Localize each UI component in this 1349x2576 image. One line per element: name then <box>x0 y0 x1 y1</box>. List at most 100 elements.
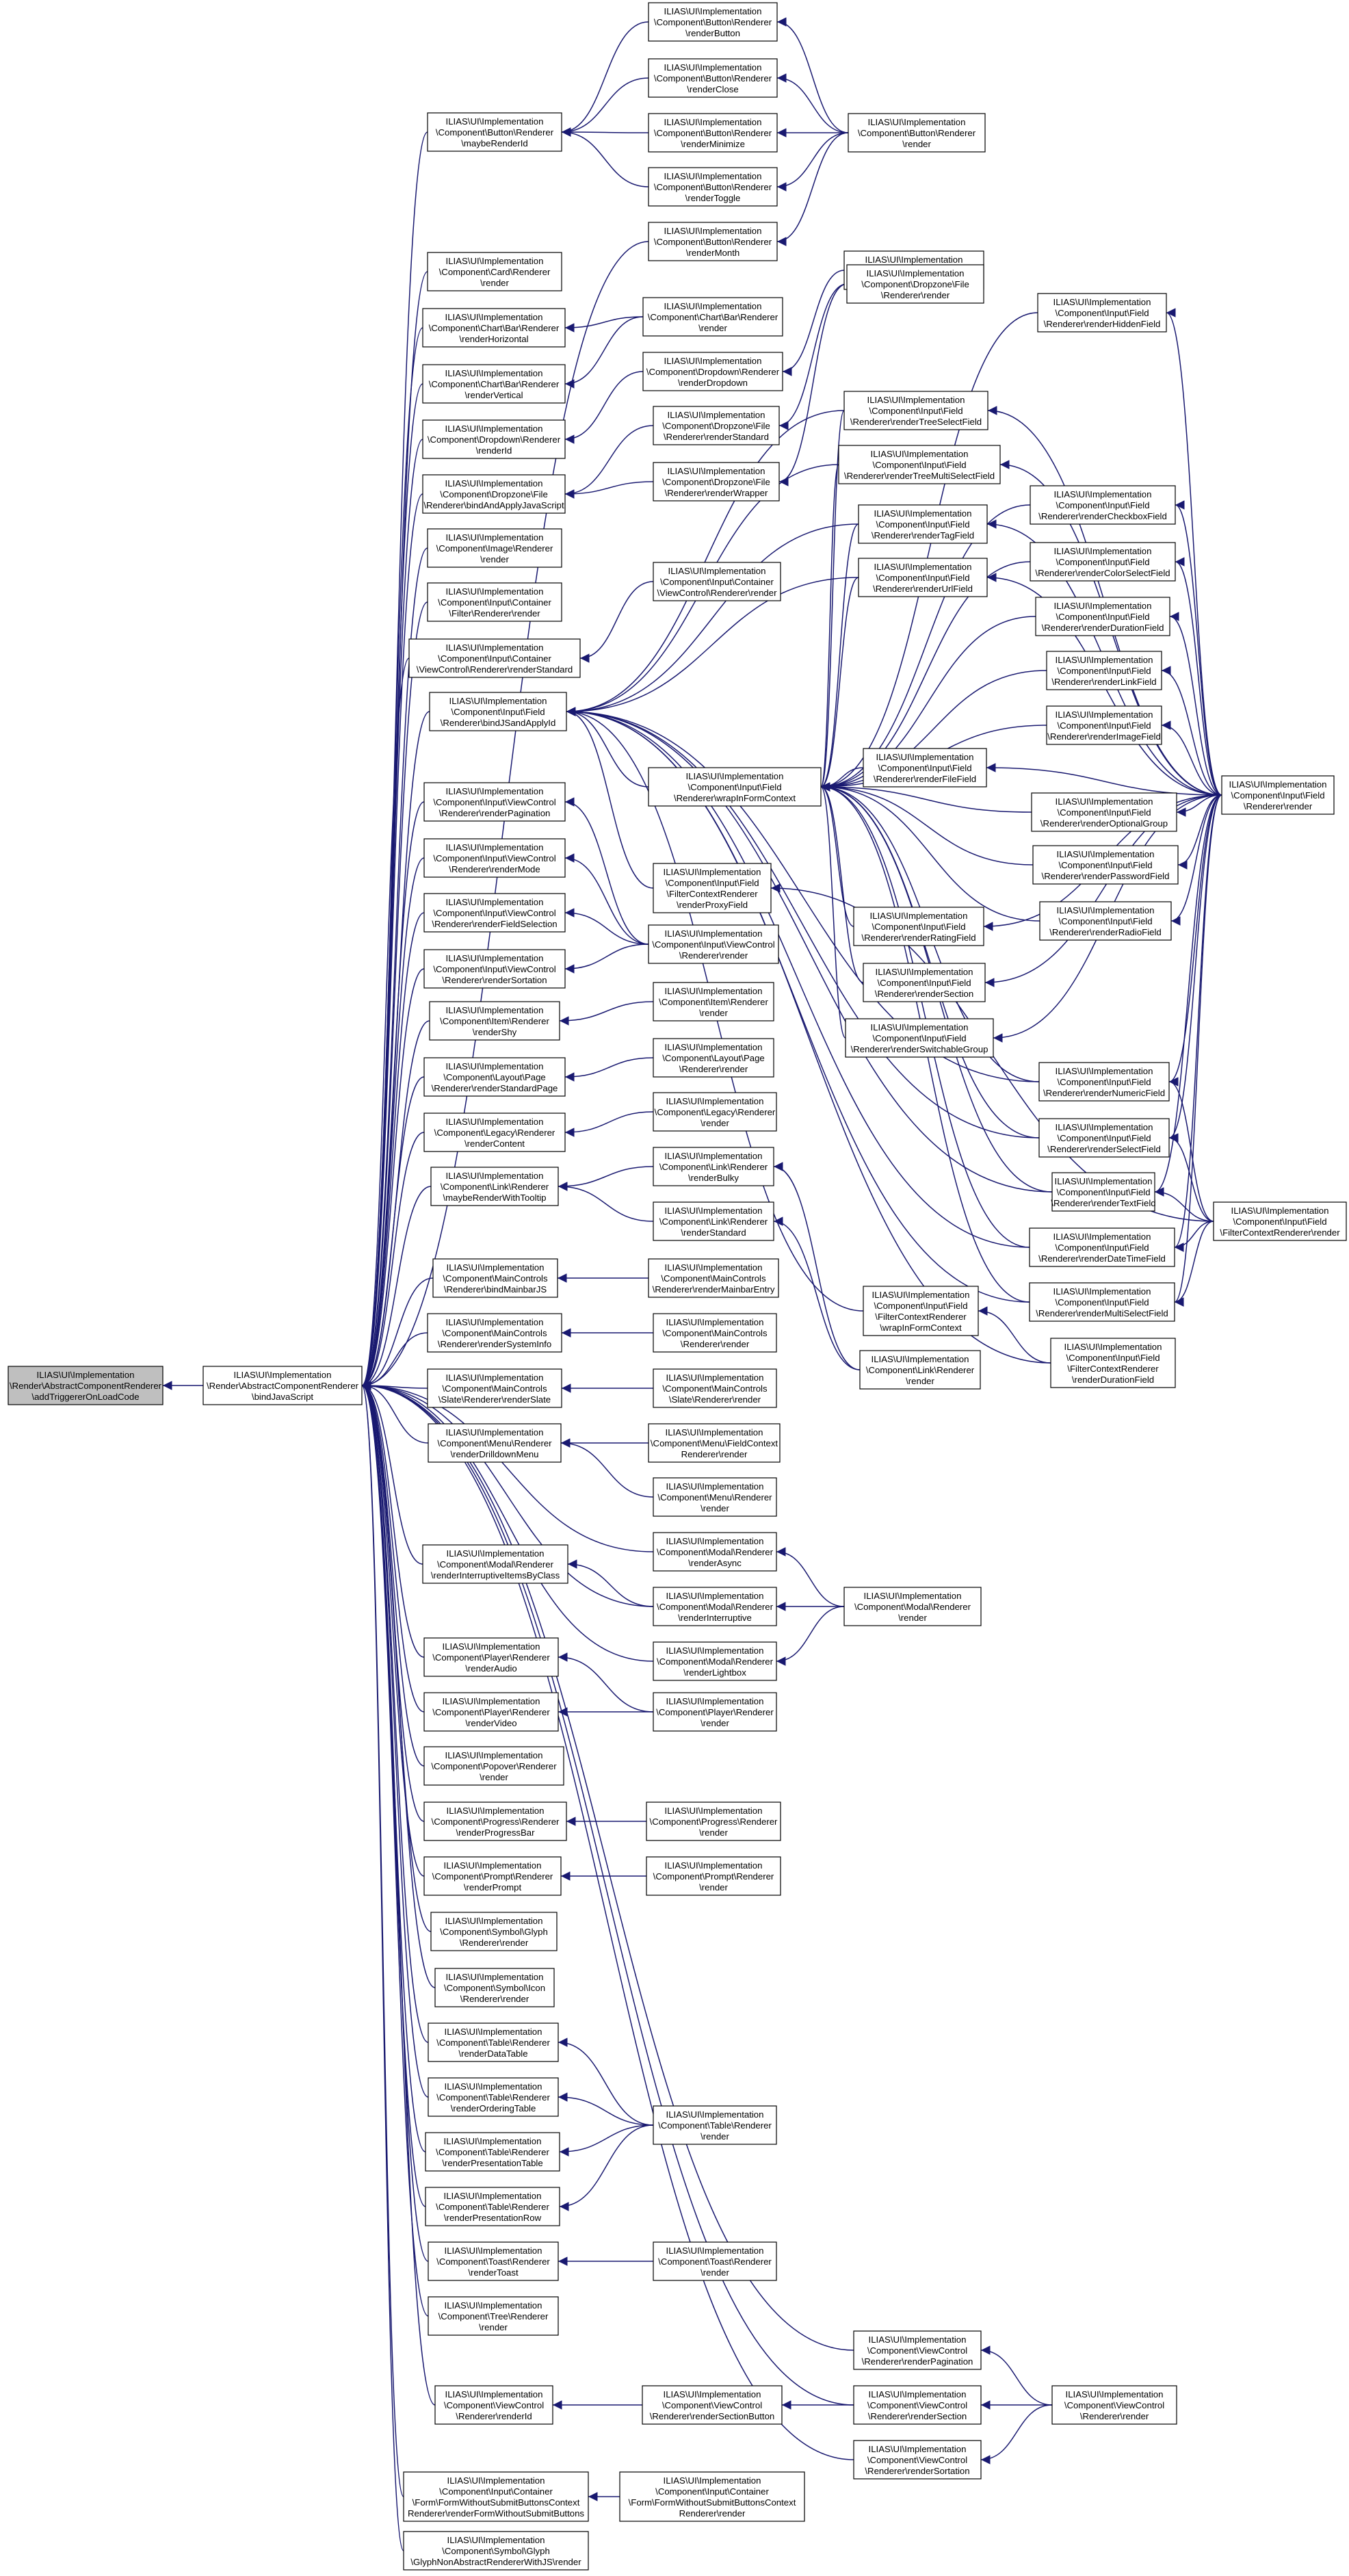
node-f_tag[interactable]: ILIAS\UI\Implementation\Component\Input\… <box>858 504 988 544</box>
node-ivc_mode[interactable]: ILIAS\UI\Implementation\Component\Input\… <box>423 838 566 878</box>
node-progress_render[interactable]: ILIAS\UI\Implementation\Component\Progre… <box>646 1801 781 1841</box>
node-page_std[interactable]: ILIAS\UI\Implementation\Component\Layout… <box>423 1057 566 1097</box>
node-modal_interruptive[interactable]: ILIAS\UI\Implementation\Component\Modal\… <box>653 1587 777 1626</box>
node-popover[interactable]: ILIAS\UI\Implementation\Component\Popove… <box>423 1746 564 1786</box>
node-dz_standard[interactable]: ILIAS\UI\Implementation\Component\Dropzo… <box>653 406 780 445</box>
node-dz_bind[interactable]: ILIAS\UI\Implementation\Component\Dropzo… <box>422 474 566 514</box>
node-glyph_render[interactable]: ILIAS\UI\Implementation\Component\Symbol… <box>430 1912 558 1951</box>
node-vctl_pagination[interactable]: ILIAS\UI\Implementation\Component\ViewCo… <box>853 2330 982 2370</box>
node-slate_render[interactable]: ILIAS\UI\Implementation\Component\MainCo… <box>653 1368 777 1408</box>
node-fcr_wrap[interactable]: ILIAS\UI\Implementation\Component\Input\… <box>863 1286 979 1336</box>
node-item_shy[interactable]: ILIAS\UI\Implementation\Component\Item\R… <box>429 1001 560 1041</box>
node-btn_minimize[interactable]: ILIAS\UI\Implementation\Component\Button… <box>648 113 778 153</box>
node-btn_toggle[interactable]: ILIAS\UI\Implementation\Component\Button… <box>648 167 778 207</box>
node-menu_render[interactable]: ILIAS\UI\Implementation\Component\Menu\R… <box>653 1477 777 1517</box>
node-modal_itemsbyclass[interactable]: ILIAS\UI\Implementation\Component\Modal\… <box>422 1544 568 1584</box>
node-link_standard[interactable]: ILIAS\UI\Implementation\Component\Link\R… <box>653 1201 774 1241</box>
node-legacy_content[interactable]: ILIAS\UI\Implementation\Component\Legacy… <box>423 1113 566 1152</box>
node-f_link[interactable]: ILIAS\UI\Implementation\Component\Input\… <box>1046 651 1162 690</box>
node-table_render[interactable]: ILIAS\UI\Implementation\Component\Table\… <box>653 2105 777 2145</box>
node-table_presrow[interactable]: ILIAS\UI\Implementation\Component\Table\… <box>425 2187 560 2226</box>
node-f_treemulti[interactable]: ILIAS\UI\Implementation\Component\Input\… <box>838 445 1001 484</box>
node-btn_button[interactable]: ILIAS\UI\Implementation\Component\Button… <box>648 2 778 42</box>
node-btn_maybe[interactable]: ILIAS\UI\Implementation\Component\Button… <box>427 112 562 152</box>
node-filter_render[interactable]: ILIAS\UI\Implementation\Component\Input\… <box>427 582 562 622</box>
node-fcr_duration[interactable]: ILIAS\UI\Implementation\Component\Input\… <box>1050 1338 1176 1388</box>
node-vctl_section[interactable]: ILIAS\UI\Implementation\Component\ViewCo… <box>853 2385 982 2425</box>
node-dd_renderid[interactable]: ILIAS\UI\Implementation\Component\Dropdo… <box>422 419 566 459</box>
node-field_render[interactable]: ILIAS\UI\Implementation\Component\Input\… <box>1221 775 1335 815</box>
node-dd_dropdown[interactable]: ILIAS\UI\Implementation\Component\Dropdo… <box>642 352 783 391</box>
node-root[interactable]: ILIAS\UI\Implementation\Render\AbstractC… <box>8 1366 163 1405</box>
node-toast_render[interactable]: ILIAS\UI\Implementation\Component\Toast\… <box>653 2241 777 2281</box>
node-vctl_sortation[interactable]: ILIAS\UI\Implementation\Component\ViewCo… <box>853 2440 982 2480</box>
node-f_hidden[interactable]: ILIAS\UI\Implementation\Component\Input\… <box>1037 293 1167 333</box>
node-bar_v[interactable]: ILIAS\UI\Implementation\Component\Chart\… <box>422 364 566 404</box>
node-card[interactable]: ILIAS\UI\Implementation\Component\Card\R… <box>427 252 562 291</box>
node-mc_bindmainbar[interactable]: ILIAS\UI\Implementation\Component\MainCo… <box>432 1258 558 1298</box>
node-table_data[interactable]: ILIAS\UI\Implementation\Component\Table\… <box>428 2022 559 2062</box>
node-field_proxy[interactable]: ILIAS\UI\Implementation\Component\Input\… <box>653 863 772 913</box>
node-progress_bar[interactable]: ILIAS\UI\Implementation\Component\Progre… <box>423 1801 567 1841</box>
node-toast_toast[interactable]: ILIAS\UI\Implementation\Component\Toast\… <box>428 2241 559 2281</box>
node-modal_async[interactable]: ILIAS\UI\Implementation\Component\Modal\… <box>653 1532 777 1572</box>
node-f_numeric[interactable]: ILIAS\UI\Implementation\Component\Input\… <box>1038 1062 1170 1102</box>
node-f_select[interactable]: ILIAS\UI\Implementation\Component\Input\… <box>1038 1118 1170 1158</box>
node-f_url[interactable]: ILIAS\UI\Implementation\Component\Input\… <box>858 558 988 597</box>
node-menu_drill[interactable]: ILIAS\UI\Implementation\Component\Menu\R… <box>428 1423 562 1463</box>
node-f_section[interactable]: ILIAS\UI\Implementation\Component\Input\… <box>863 963 986 1002</box>
node-f_file[interactable]: ILIAS\UI\Implementation\Component\Input\… <box>863 748 987 788</box>
node-f_colorsel[interactable]: ILIAS\UI\Implementation\Component\Input\… <box>1030 542 1176 582</box>
node-icon_render[interactable]: ILIAS\UI\Implementation\Component\Symbol… <box>434 1968 555 2007</box>
node-prompt_render[interactable]: ILIAS\UI\Implementation\Component\Prompt… <box>646 1856 781 1896</box>
node-link_render[interactable]: ILIAS\UI\Implementation\Component\Link\R… <box>859 1350 981 1390</box>
node-form_wo_submit_render[interactable]: ILIAS\UI\Implementation\Component\Input\… <box>619 2471 805 2522</box>
node-vc_render[interactable]: ILIAS\UI\Implementation\Component\Input\… <box>653 562 781 601</box>
node-link_bulky[interactable]: ILIAS\UI\Implementation\Component\Link\R… <box>653 1147 774 1186</box>
node-link_tooltip[interactable]: ILIAS\UI\Implementation\Component\Link\R… <box>430 1167 559 1206</box>
node-fcr_render[interactable]: ILIAS\UI\Implementation\Component\Input\… <box>1213 1201 1347 1241</box>
node-f_treesel[interactable]: ILIAS\UI\Implementation\Component\Input\… <box>843 391 988 430</box>
node-tree_render[interactable]: ILIAS\UI\Implementation\Component\Tree\R… <box>428 2296 559 2336</box>
node-mc_render[interactable]: ILIAS\UI\Implementation\Component\MainCo… <box>653 1313 777 1353</box>
node-dz_wrapper[interactable]: ILIAS\UI\Implementation\Component\Dropzo… <box>653 462 780 502</box>
node-bar_render[interactable]: ILIAS\UI\Implementation\Component\Chart\… <box>642 297 783 337</box>
node-field_wrap[interactable]: ILIAS\UI\Implementation\Component\Input\… <box>648 767 822 807</box>
node-player_render[interactable]: ILIAS\UI\Implementation\Component\Player… <box>653 1692 777 1732</box>
node-legacy_render[interactable]: ILIAS\UI\Implementation\Component\Legacy… <box>653 1092 777 1132</box>
node-f_text[interactable]: ILIAS\UI\Implementation\Component\Input\… <box>1051 1172 1156 1212</box>
node-table_presentation[interactable]: ILIAS\UI\Implementation\Component\Table\… <box>425 2132 560 2172</box>
node-f_radio[interactable]: ILIAS\UI\Implementation\Component\Input\… <box>1039 901 1172 941</box>
node-modal_render[interactable]: ILIAS\UI\Implementation\Component\Modal\… <box>843 1587 982 1626</box>
node-prompt_prompt[interactable]: ILIAS\UI\Implementation\Component\Prompt… <box>423 1856 562 1896</box>
node-table_ordering[interactable]: ILIAS\UI\Implementation\Component\Table\… <box>428 2077 559 2117</box>
node-field_bindjs[interactable]: ILIAS\UI\Implementation\Component\Input\… <box>429 692 567 731</box>
node-ivc_fieldsel[interactable]: ILIAS\UI\Implementation\Component\Input\… <box>423 893 566 933</box>
node-vctl_render[interactable]: ILIAS\UI\Implementation\Component\ViewCo… <box>1051 2385 1177 2425</box>
node-item_render[interactable]: ILIAS\UI\Implementation\Component\Item\R… <box>653 982 774 1022</box>
node-dz_render[interactable]: ILIAS\UI\Implementation\Component\Dropzo… <box>846 264 984 304</box>
node-f_checkbox[interactable]: ILIAS\UI\Implementation\Component\Input\… <box>1030 485 1176 525</box>
node-form_wo_submit[interactable]: ILIAS\UI\Implementation\Component\Input\… <box>403 2471 589 2522</box>
node-image[interactable]: ILIAS\UI\Implementation\Component\Image\… <box>427 528 562 568</box>
node-mc_systeminfo[interactable]: ILIAS\UI\Implementation\Component\MainCo… <box>427 1313 562 1353</box>
node-f_optgroup[interactable]: ILIAS\UI\Implementation\Component\Input\… <box>1031 792 1177 832</box>
node-player_audio[interactable]: ILIAS\UI\Implementation\Component\Player… <box>423 1637 559 1677</box>
node-ivc_render[interactable]: ILIAS\UI\Implementation\Component\Input\… <box>648 924 779 964</box>
node-f_duration[interactable]: ILIAS\UI\Implementation\Component\Input\… <box>1035 597 1170 636</box>
node-menu_fcr[interactable]: ILIAS\UI\Implementation\Component\Menu\F… <box>648 1423 781 1463</box>
node-glyph_nonabstract[interactable]: ILIAS\UI\Implementation\Component\Symbol… <box>403 2531 589 2571</box>
node-modal_lightbox[interactable]: ILIAS\UI\Implementation\Component\Modal\… <box>653 1641 777 1681</box>
node-btn_close[interactable]: ILIAS\UI\Implementation\Component\Button… <box>648 58 778 98</box>
node-vctl_renderid[interactable]: ILIAS\UI\Implementation\Component\ViewCo… <box>434 2385 553 2425</box>
node-bar_h[interactable]: ILIAS\UI\Implementation\Component\Chart\… <box>422 308 566 348</box>
node-btn_month[interactable]: ILIAS\UI\Implementation\Component\Button… <box>648 222 778 261</box>
node-btn_render[interactable]: ILIAS\UI\Implementation\Component\Button… <box>848 113 986 153</box>
node-f_switchable[interactable]: ILIAS\UI\Implementation\Component\Input\… <box>845 1018 994 1058</box>
node-ivc_sortation[interactable]: ILIAS\UI\Implementation\Component\Input\… <box>423 949 566 989</box>
node-player_video[interactable]: ILIAS\UI\Implementation\Component\Player… <box>423 1692 559 1732</box>
node-f_image[interactable]: ILIAS\UI\Implementation\Component\Input\… <box>1046 705 1162 745</box>
node-f_password[interactable]: ILIAS\UI\Implementation\Component\Input\… <box>1032 845 1179 885</box>
node-slate_state[interactable]: ILIAS\UI\Implementation\Component\MainCo… <box>427 1368 562 1408</box>
node-vc_standard[interactable]: ILIAS\UI\Implementation\Component\Input\… <box>408 638 581 678</box>
